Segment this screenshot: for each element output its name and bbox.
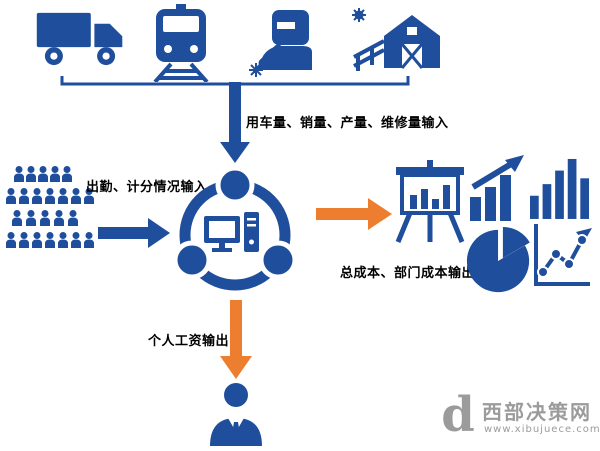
welder-icon (248, 8, 320, 78)
bar-chart-icon (530, 156, 590, 220)
right-output-arrow (316, 198, 392, 230)
bottom-output-arrow (220, 300, 252, 380)
line-chart-icon (532, 222, 594, 292)
watermark-site-name: 西部决策网 (482, 400, 592, 424)
top-input-label: 用车量、销量、产量、维修量输入 (246, 116, 449, 131)
right-output-label: 总成本、部门成本输出 (340, 266, 476, 281)
crowd-icon (4, 166, 96, 254)
top-input-arrow (220, 82, 250, 164)
pie-chart-icon (464, 226, 534, 296)
left-input-arrow (98, 218, 170, 248)
hub-computer-icon (168, 168, 302, 302)
watermark-site-url: www.xibujuece.com (484, 424, 600, 435)
easel-chart-icon (392, 160, 468, 244)
truck-icon (35, 8, 125, 70)
train-icon (150, 4, 212, 82)
watermark-logo: d (441, 387, 475, 443)
bar-chart-growth-icon (470, 153, 526, 221)
farm-icon (350, 8, 450, 72)
person-icon (208, 382, 264, 446)
left-input-label: 出勤、计分情况输入 (86, 180, 208, 195)
bottom-output-label: 个人工资输出 (148, 334, 230, 349)
